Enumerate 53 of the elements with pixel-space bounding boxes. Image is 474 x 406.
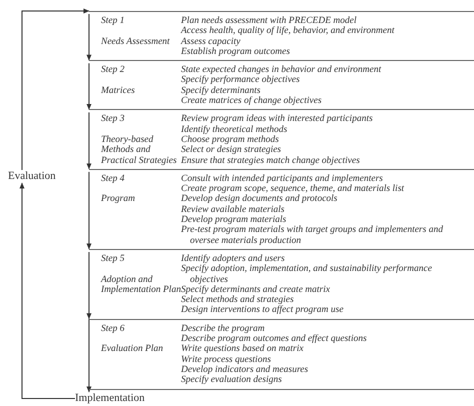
task-item: Develop design documents and protocols (181, 194, 338, 205)
step-number: Step 6 (101, 324, 126, 334)
task-item: Access health, quality of life, behavior, and environment (181, 26, 396, 37)
step-name: Needs Assessment (101, 36, 171, 47)
task-item: Identify adopters and users (181, 254, 285, 264)
task-item: Design interventions to affect program use (181, 305, 344, 316)
arrow (20, 182, 76, 399)
arrow (22, 8, 90, 170)
phase-label: Implementation (75, 392, 145, 405)
task-item: Describe the program (181, 324, 266, 334)
step-name: Matrices (101, 86, 136, 96)
task-item: Identify theoretical methods (181, 124, 288, 135)
task-item: Specify evaluation designs (181, 375, 283, 386)
task-item: Create program scope, sequence, theme, and materials list (181, 184, 406, 194)
task-item: Specify determinants and create matrix (181, 284, 331, 295)
task-item: Select or design strategies (181, 145, 282, 156)
step-name: Program (101, 194, 136, 205)
step-number: Step 5 (101, 254, 126, 264)
task-item: Specify adoption, implementation, and sustainability performance objectives (181, 264, 433, 285)
arrow (86, 251, 92, 320)
task-item: Select methods and strategies (181, 295, 295, 306)
phase-label: Evaluation (8, 170, 56, 183)
task-item: Pre-test program materials with target groups and implementers and oversee materials production (181, 225, 444, 246)
task-item: Describe program outcomes and effect questions (181, 334, 368, 344)
arrow (86, 318, 92, 392)
step-name: Adoption and Implementation Plan (101, 274, 181, 296)
task-item: Specify performance objectives (181, 75, 301, 86)
step-panel (89, 318, 474, 390)
task-item: Choose program methods (181, 134, 280, 146)
task-item: Review available materials (181, 204, 286, 215)
task-item: Create matrices of change objectives (181, 96, 323, 106)
task-item: Develop program materials (181, 215, 287, 226)
task-item: Write questions based on matrix (181, 344, 304, 355)
arrow (86, 14, 92, 61)
task-item: Develop indicators and measures (181, 364, 310, 376)
step-number: Step 1 (101, 16, 126, 26)
task-item: Consult with intended participants and implementers (181, 174, 384, 184)
arrow (86, 171, 92, 250)
task-item: Write process questions (181, 354, 272, 365)
arrow (86, 62, 92, 110)
step-name: Evaluation Plan (101, 344, 164, 355)
task-item: Establish program outcomes (181, 46, 291, 58)
task-item: Plan needs assessment with PRECEDE model (181, 16, 358, 26)
task-item: Review program ideas with interested participants (181, 114, 374, 125)
step-number: Step 2 (101, 65, 126, 76)
task-item: Ensure that strategies match change objectives (181, 156, 361, 166)
task-item: Specify determinants (181, 86, 262, 96)
step-number: Step 4 (101, 174, 126, 184)
step-number: Step 3 (101, 114, 126, 125)
step-name: Theory-based Methods and Practical Strategies (101, 134, 178, 166)
arrow (86, 112, 92, 170)
task-item: State expected changes in behavior and environment (181, 65, 382, 76)
task-item: Assess capacity (181, 36, 242, 47)
